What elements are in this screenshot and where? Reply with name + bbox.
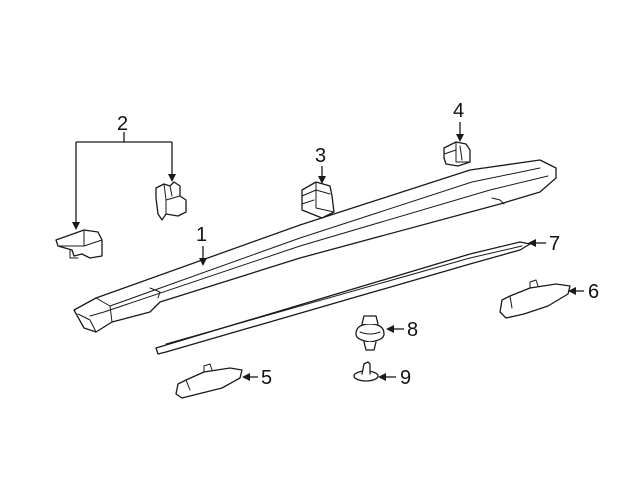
callout-3: 3	[315, 145, 326, 167]
callout-5: 5	[261, 367, 272, 389]
callout-1: 1	[196, 224, 207, 246]
part-7-molding-strip	[155, 241, 531, 355]
leader-lines	[72, 122, 584, 381]
callout-6: 6	[588, 281, 599, 303]
callout-7: 7	[549, 233, 560, 255]
callout-4: 4	[453, 100, 464, 122]
part-4-clip	[443, 141, 471, 167]
part-1-rocker-panel	[73, 159, 557, 333]
part-5-end-cap	[175, 363, 243, 399]
part-9-rivet	[353, 361, 379, 382]
callout-8: 8	[407, 319, 418, 341]
part-2-clip-right	[155, 181, 187, 221]
part-2-clip-left	[55, 229, 103, 259]
part-8-fastener	[355, 315, 385, 351]
part-6-end-cap	[499, 279, 571, 319]
part-3-bracket	[301, 181, 335, 219]
callout-9: 9	[400, 367, 411, 389]
callout-2: 2	[117, 113, 128, 135]
